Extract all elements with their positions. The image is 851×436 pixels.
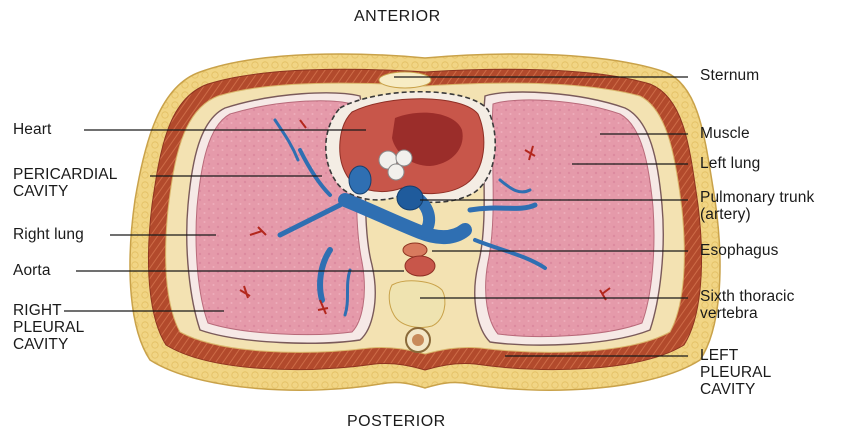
label-heart: Heart [13,121,51,138]
label-left-lung: Left lung [700,155,760,172]
label-pericardial-cavity: PERICARDIAL CAVITY [13,166,117,200]
aortic-root [349,166,371,194]
label-aorta: Aorta [13,262,51,279]
label-pulmonary-trunk: Pulmonary trunk (artery) [700,189,814,223]
anterior-label: ANTERIOR [354,8,441,25]
label-left-pleural-cavity: LEFT PLEURAL CAVITY [700,347,771,398]
esophagus-tube [403,243,427,257]
descending-aorta [405,256,435,276]
label-sixth-thoracic-vertebra: Sixth thoracic vertebra [700,288,794,322]
posterior-label: POSTERIOR [347,413,446,430]
left-lung-tissue [486,100,654,337]
sternum-bone [379,72,431,88]
spinal-canal [412,334,424,346]
pulmonary-trunk-vessel [397,186,423,210]
label-right-pleural-cavity: RIGHT PLEURAL CAVITY [13,302,84,353]
label-right-lung: Right lung [13,226,84,243]
label-esophagus: Esophagus [700,242,778,259]
label-muscle: Muscle [700,125,750,142]
label-sternum: Sternum [700,67,759,84]
